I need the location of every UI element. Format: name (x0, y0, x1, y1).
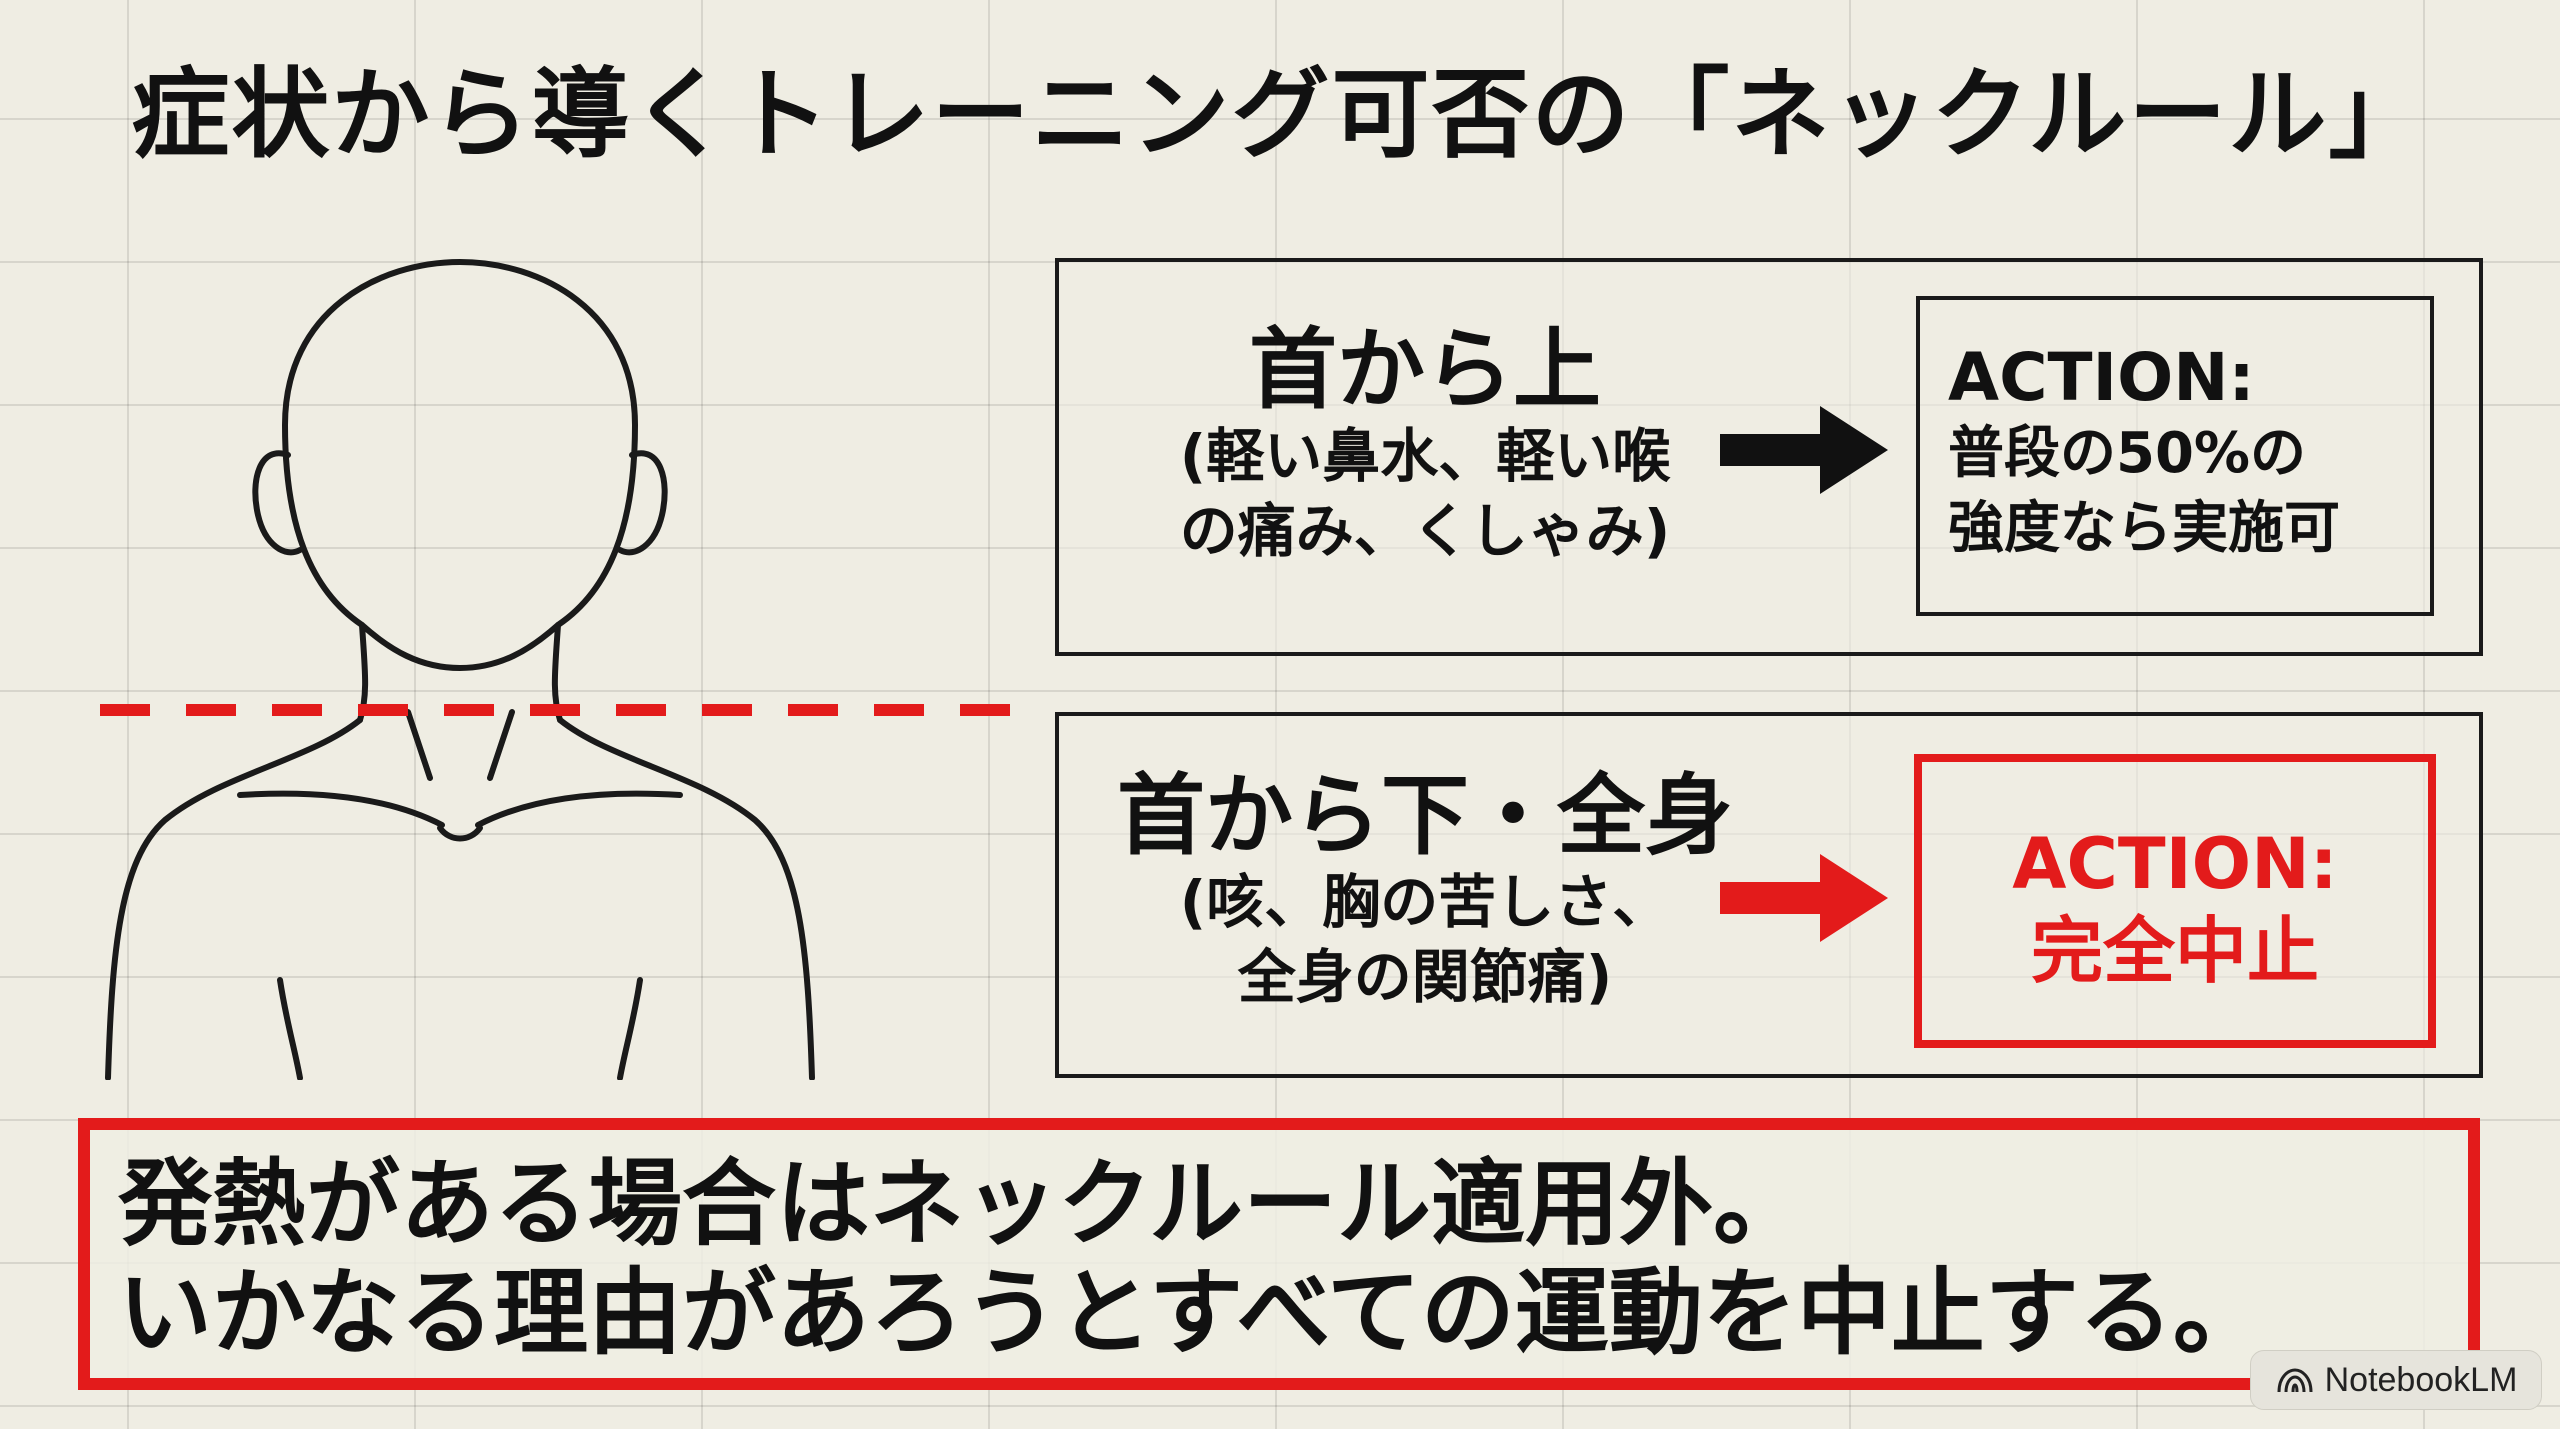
above-neck-action-line2: 強度なら実施可 (1948, 496, 2340, 562)
armpit-right (617, 977, 643, 1080)
armpit-left (277, 977, 303, 1080)
fever-warning-line1: 発熱がある場合はネックルール適用外。 (118, 1150, 1808, 1259)
human-torso-illustration (100, 259, 1020, 1080)
fever-warning-line2: いかなる理由があろうとすべての運動を中止する。 (118, 1259, 2267, 1369)
above-neck-detail-line1: (軽い鼻水、軽い喉 (1179, 421, 1671, 490)
neck-muscle-left (405, 709, 433, 781)
below-neck-action-label: ACTION: (2012, 823, 2338, 905)
above-neck-heading: 首から上 (1248, 318, 1601, 421)
head-outline (282, 259, 638, 671)
page-title: 症状から導くトレーニング可否の「ネックルール」 (131, 58, 2429, 172)
below-neck-detail-line2: 全身の関節痛) (1237, 943, 1613, 1012)
black-arrow-icon (1720, 406, 1888, 494)
above-neck-action-line1: 普段の50%の (1948, 420, 2307, 486)
sternal-notch (437, 825, 483, 842)
collarbone-right (475, 790, 683, 828)
below-neck-action-box: ACTION: 完全中止 (1914, 754, 2436, 1048)
above-neck-action-label: ACTION: (1948, 339, 2255, 416)
fever-warning-box: 発熱がある場合はネックルール適用外。 いかなる理由があろうとすべての運動を中止す… (78, 1118, 2480, 1390)
left-ear (252, 450, 303, 556)
collarbone-left (237, 790, 445, 828)
below-neck-detail-line1: (咳、胸の苦しさ、 (1179, 867, 1671, 936)
above-neck-symptoms: 首から上 (軽い鼻水、軽い喉 の痛み、くしゃみ) (1065, 318, 1785, 570)
notebooklm-badge[interactable]: NotebookLM (2250, 1350, 2542, 1410)
left-shoulder (105, 717, 363, 1080)
below-neck-symptoms: 首から下・全身 (咳、胸の苦しさ、 全身の関節痛) (1065, 764, 1785, 1016)
below-neck-action-line1: 完全中止 (2030, 908, 2319, 993)
red-arrow-icon (1720, 854, 1888, 942)
notebooklm-logo-icon (2277, 1368, 2313, 1393)
above-neck-detail-line2: の痛み、くしゃみ) (1179, 497, 1671, 566)
below-neck-heading: 首から下・全身 (1116, 764, 1733, 867)
neck-muscle-right (487, 709, 515, 781)
right-ear (617, 450, 668, 556)
above-neck-action-box: ACTION: 普段の50%の 強度なら実施可 (1916, 296, 2434, 616)
right-shoulder (557, 717, 815, 1080)
notebooklm-badge-label: NotebookLM (2324, 1360, 2518, 1399)
